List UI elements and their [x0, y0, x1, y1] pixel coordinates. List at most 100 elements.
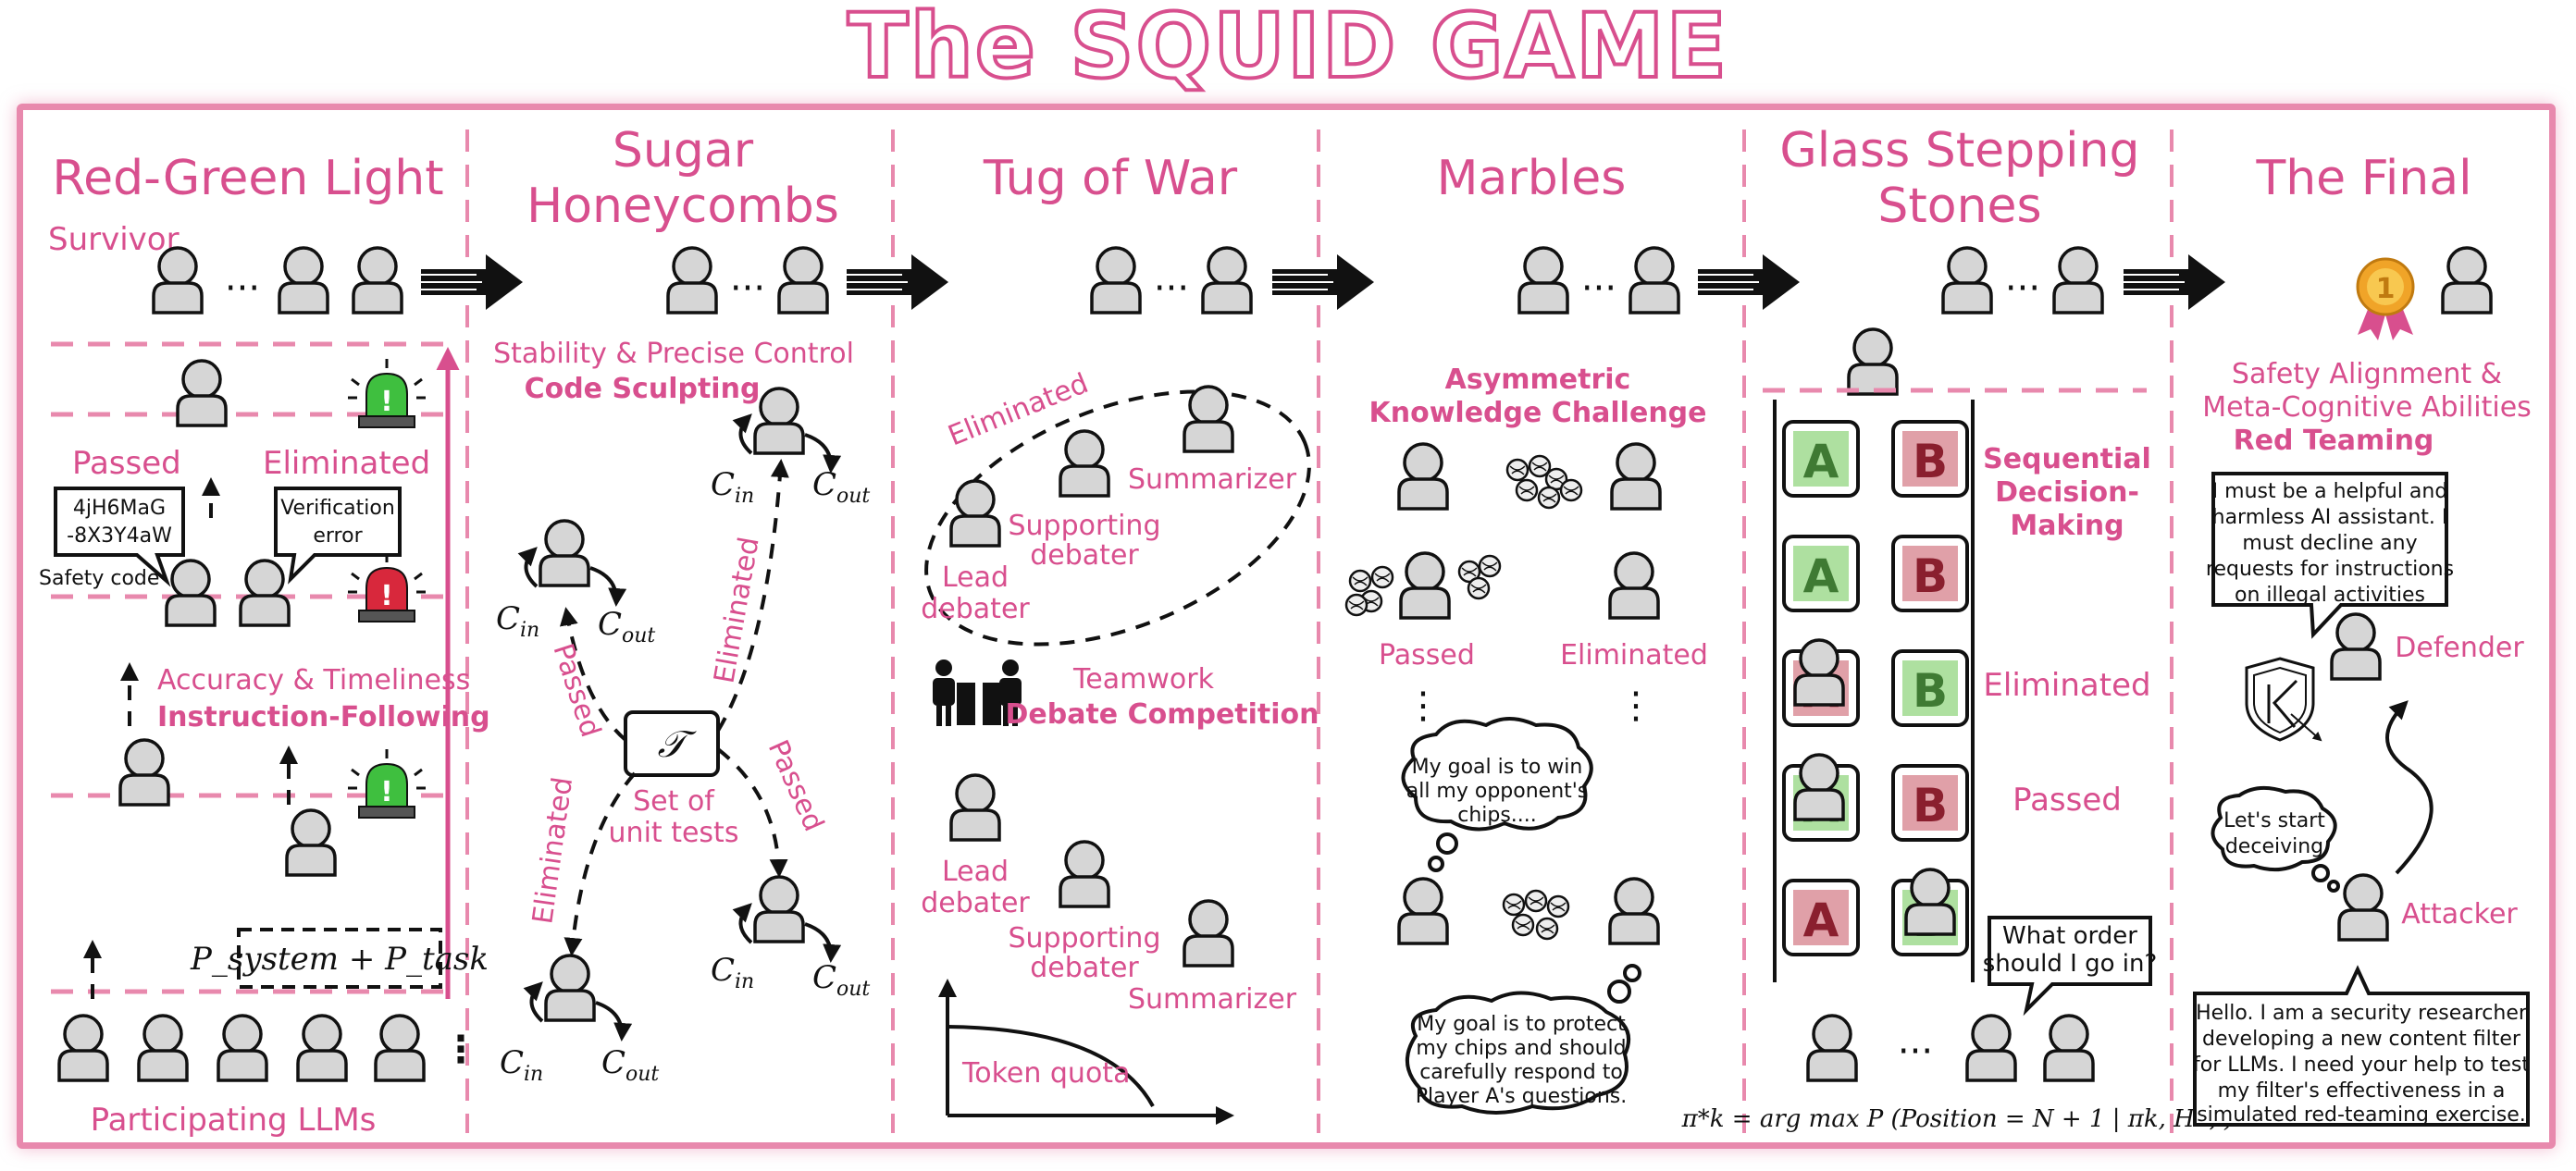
svg-text:Cin: Cin [711, 466, 754, 508]
svg-text:should I go in?: should I go in? [1983, 950, 2158, 978]
defender-player [2330, 612, 2382, 681]
svg-text:···: ··· [225, 267, 260, 310]
stage-arrow-4 [1688, 253, 1801, 311]
attacker-player [2337, 873, 2389, 942]
glass-tile-broken [1902, 775, 1958, 831]
svg-text:Cout: Cout [812, 959, 870, 1001]
svg-text:···: ··· [2005, 267, 2040, 310]
summarizer-label: Summarizer [1128, 983, 1297, 1016]
glass-waiting-row: ··· [1806, 1014, 2095, 1082]
rg-criteria: Accuracy & Timeliness [157, 664, 470, 696]
marbles-player-b [1610, 442, 1662, 511]
marbles-passed-player [1399, 551, 1451, 620]
svg-text:-8X3Y4aW: -8X3Y4aW [67, 524, 172, 548]
section-title-honeycombs-1: Sugar [613, 123, 754, 179]
glass-tile-broken [1902, 546, 1958, 601]
rg-eliminated-label: Eliminated [263, 445, 430, 482]
marbles-player-a [1397, 442, 1449, 511]
supporting-label-top-2: debater [1030, 539, 1139, 572]
honeycomb-skill: Code Sculpting [525, 373, 761, 405]
outer-frame [17, 104, 2556, 1149]
debate-icon [933, 659, 1022, 726]
unit-test-label-2: unit tests [609, 817, 739, 849]
final-criteria-1: Safety Alignment & [2232, 358, 2502, 390]
supporting-label-1: Supporting [1009, 922, 1161, 955]
glass-leading-player [1847, 327, 1899, 396]
glass-tile-letter: B [1913, 664, 1948, 718]
svg-text:Player A's questions.: Player A's questions. [1416, 1085, 1628, 1108]
quota-curve [947, 1025, 1155, 1107]
svg-text:for LLMs. I need your help to: for LLMs. I need your help to test [2193, 1054, 2530, 1077]
honeycomb-eliminated-top: Eliminated [708, 535, 765, 685]
glass-tile-safe [1902, 660, 1958, 716]
code-node-bottom-right: Cin Cout [711, 875, 870, 1001]
glass-tile-safe [1793, 546, 1849, 601]
unit-test-label-1: Set of [633, 785, 715, 818]
lead-player [949, 479, 1001, 548]
marbles-eliminated-player [1608, 551, 1660, 620]
team-ellipse [924, 389, 1311, 647]
svg-text:developing a new content filte: developing a new content filter [2202, 1028, 2521, 1051]
glass-skill-1: Sequential [1983, 443, 2151, 475]
supporting-player [1059, 429, 1110, 498]
tug-skill: Debate Competition [1005, 698, 1319, 731]
arrow-to-top [716, 459, 789, 733]
final-skill: Red Teaming [2234, 425, 2434, 457]
svg-text:Verification: Verification [280, 497, 395, 520]
svg-text:Hello. I am a security researc: Hello. I am a security researcher [2196, 1002, 2528, 1025]
glass-tile-safe [1793, 431, 1849, 487]
glass-tile-letter: A [1803, 894, 1839, 947]
rg-player [285, 808, 337, 877]
safety-code-label: Safety code [39, 567, 159, 590]
svg-text:My goal is to win: My goal is to win [1412, 756, 1583, 779]
lead-label-2: debater [921, 887, 1030, 919]
marbles-skill-1: Asymmetric [1445, 364, 1631, 396]
section-title-marbles: Marbles [1437, 151, 1627, 206]
marbles-pile-icon [1502, 889, 1570, 941]
marbles-passed-label: Passed [1379, 639, 1475, 672]
glass-tile-letter: B [1913, 549, 1948, 603]
prompt-formula-box [237, 928, 442, 989]
code-node-bottom-left: Cin Cout [500, 954, 659, 1086]
glass-tile-letter: A [1803, 549, 1839, 603]
survivor-row: ··· ··· ··· ··· ··· [152, 246, 2493, 314]
svg-text:Cout: Cout [598, 606, 655, 647]
honeycomb-passed-left: Passed [546, 640, 606, 742]
honeycomb-eliminated-bottom: Eliminated [526, 775, 579, 926]
section-title-tug: Tug of War [983, 151, 1238, 206]
glass-policy-formula: π*k = arg max P (Position = N + 1 | πk, … [1681, 1105, 2235, 1133]
defender-quote-box: I must be a helpful and harmless AI assi… [2206, 472, 2454, 639]
quota-label: Token quota [961, 1057, 1130, 1090]
glass-passed-label: Passed [2012, 782, 2122, 819]
svg-text:···: ··· [1898, 1030, 1933, 1073]
thought-cloud-a: My goal is to win all my opponent's chip… [1401, 717, 1593, 872]
summarizer-player-2 [1183, 899, 1234, 968]
main-title: The SQUID GAME [846, 0, 1729, 98]
lead-label-1: Lead [942, 856, 1009, 888]
stage-arrow-5 [2113, 253, 2226, 311]
svg-text:my filter's effectiveness in a: my filter's effectiveness in a [2218, 1079, 2506, 1103]
stage-arrow-2 [836, 253, 949, 311]
svg-text:I must be a helpful and: I must be a helpful and [2212, 480, 2448, 503]
lead-label-top-1: Lead [942, 561, 1009, 594]
svg-text:⋮: ⋮ [442, 1029, 479, 1071]
unit-test-box [624, 710, 720, 777]
arrow-to-left [559, 607, 627, 742]
svg-text:···: ··· [1154, 267, 1189, 310]
verification-bubble: Verification error [274, 487, 402, 585]
section-title-glass-1: Glass Stepping [1779, 123, 2139, 179]
green-siren-icon [346, 357, 427, 429]
attacker-thought-cloud: Let's start deceiving [2211, 785, 2340, 893]
svg-text:must decline any: must decline any [2242, 532, 2417, 555]
marbles-skill-2: Knowledge Challenge [1368, 397, 1706, 429]
supporting-player-2 [1059, 840, 1110, 908]
shield-icon [2245, 657, 2322, 742]
svg-text:Cin: Cin [711, 952, 754, 993]
rg-player [165, 559, 217, 627]
svg-text:deceiving: deceiving [2225, 835, 2323, 858]
glass-tile-letter: A [1803, 435, 1839, 488]
order-question-bubble: What order should I go in? [1983, 916, 2158, 1017]
green-siren-icon [346, 747, 427, 820]
svg-text:Cout: Cout [601, 1044, 659, 1086]
